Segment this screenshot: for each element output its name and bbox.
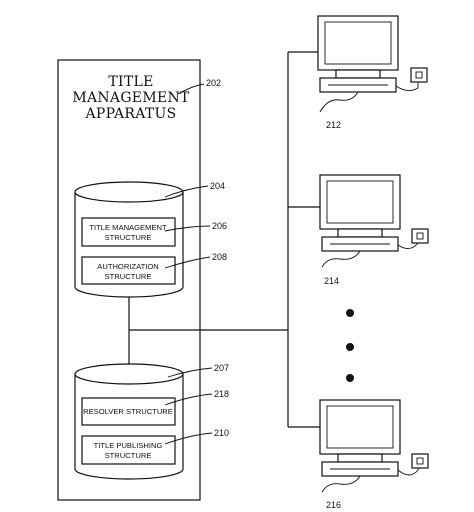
title-publishing-structure-line-2: STRUCTURE [105, 451, 152, 460]
power-outlet-214 [411, 228, 429, 244]
title-management-structure-line-1: TITLE MANAGEMENT [89, 223, 167, 232]
apparatus-border [57, 59, 201, 501]
title-publishing-structure-line-1: TITLE PUBLISHING [94, 441, 163, 450]
ref-label-216: 216 [326, 500, 341, 510]
leader-208 [164, 256, 211, 269]
leader-206 [164, 225, 211, 232]
apparatus-title-line-1: TITLE [108, 74, 153, 90]
ref-label-214: 214 [324, 276, 339, 286]
authorization-structure-line-2: STRUCTURE [105, 272, 152, 281]
apparatus-title-line-2: MANAGEMENT [72, 90, 190, 106]
leader-210 [164, 432, 213, 445]
leader-207 [167, 367, 213, 378]
leader-204 [164, 185, 209, 198]
resolver-structure-line-1: RESOLVER STRUCTURE [83, 407, 173, 416]
leader-218 [164, 393, 213, 406]
title-publishing-structure-box [81, 435, 176, 465]
ref-label-218: 218 [214, 389, 229, 399]
computer-216 [319, 399, 429, 493]
ref-label-204: 204 [210, 181, 225, 191]
computer-214 [319, 174, 429, 268]
leader-202 [177, 83, 205, 95]
ref-label-210: 210 [214, 428, 229, 438]
ref-label-202: 202 [206, 78, 221, 88]
ref-label-207: 207 [214, 363, 229, 373]
ellipsis-dots [346, 309, 354, 382]
ref-label-212: 212 [326, 120, 341, 130]
ref-label-206: 206 [212, 221, 227, 231]
title-management-structure-box [81, 217, 176, 247]
power-outlet-216 [411, 453, 429, 469]
computer-212 [317, 15, 428, 113]
apparatus-title-line-3: APPARATUS [84, 106, 176, 122]
ref-label-208: 208 [212, 252, 227, 262]
authorization-structure-line-1: AUTHORIZATION [97, 262, 158, 271]
authorization-structure-box [81, 256, 176, 285]
power-outlet-212 [410, 67, 428, 83]
title-management-structure-line-2: STRUCTURE [105, 233, 152, 242]
resolver-structure-box [81, 397, 176, 426]
